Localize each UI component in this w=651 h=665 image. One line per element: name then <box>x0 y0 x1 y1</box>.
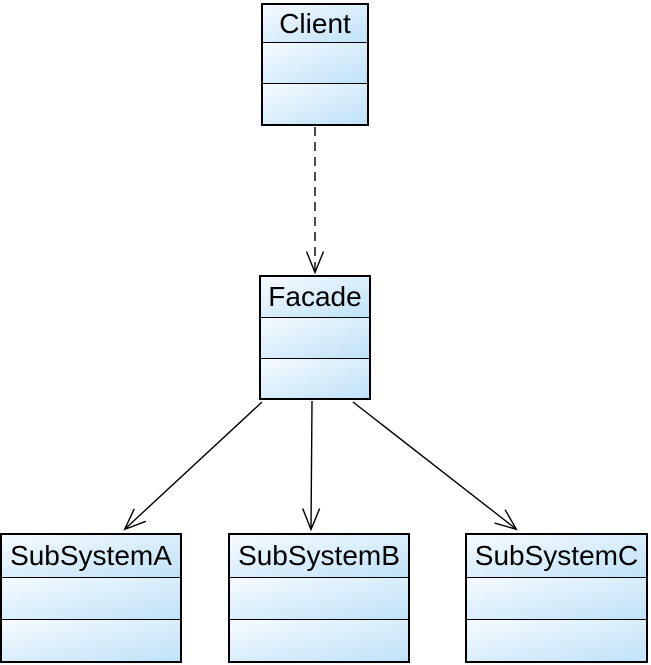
class-box-facade[interactable]: Facade <box>259 275 371 400</box>
attributes-compartment <box>230 577 408 619</box>
attributes-compartment <box>467 577 646 619</box>
attributes-compartment <box>2 577 180 619</box>
class-name-compartment: SubSystemA <box>2 535 180 577</box>
operations-compartment <box>2 619 180 661</box>
class-name-compartment: SubSystemC <box>467 535 646 577</box>
class-box-subsystemb[interactable]: SubSystemB <box>228 533 410 663</box>
class-name-label: Client <box>279 7 351 39</box>
class-name-label: SubSystemB <box>238 540 400 571</box>
class-box-client[interactable]: Client <box>261 3 369 126</box>
operations-compartment <box>467 619 646 661</box>
operations-compartment <box>261 357 369 398</box>
class-box-subsystemc[interactable]: SubSystemC <box>465 533 648 663</box>
operations-compartment <box>230 619 408 661</box>
attributes-compartment <box>261 317 369 358</box>
class-name-compartment: SubSystemB <box>230 535 408 577</box>
association-arrow-facade-to-subsystemb[interactable] <box>302 400 321 532</box>
operations-compartment <box>263 83 367 124</box>
class-name-compartment: Facade <box>261 277 369 317</box>
class-name-label: SubSystemA <box>10 540 172 571</box>
class-name-compartment: Client <box>263 5 367 42</box>
class-box-subsystema[interactable]: SubSystemA <box>0 533 182 663</box>
association-arrow-facade-to-subsystemc[interactable] <box>352 401 518 531</box>
association-arrow-facade-to-subsystema[interactable] <box>123 401 263 531</box>
class-name-label: SubSystemC <box>474 540 639 571</box>
class-name-label: Facade <box>268 281 362 312</box>
attributes-compartment <box>263 42 367 83</box>
